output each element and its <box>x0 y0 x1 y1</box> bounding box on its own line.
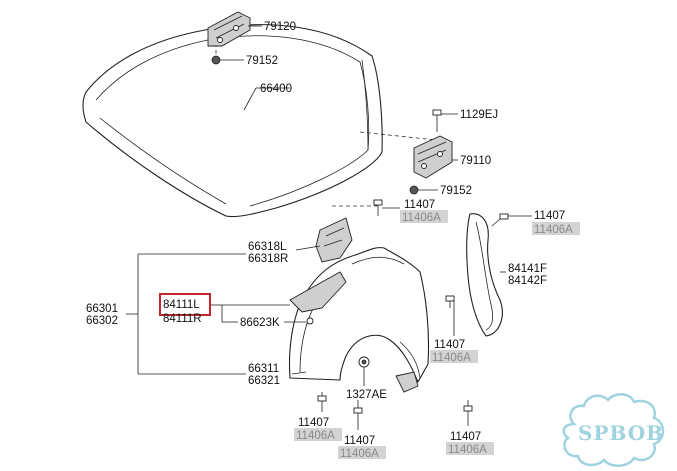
fender-bolt-side <box>445 295 455 308</box>
fender-bolt-upper <box>373 199 383 216</box>
hood-hinge-left <box>207 11 251 47</box>
label-11406a-a: 11406A <box>402 212 441 224</box>
label-79152-mid: 79152 <box>440 185 472 197</box>
label-79120: 79120 <box>264 21 296 33</box>
part-labels: 79120 79152 66400 1129EJ 79110 79152 114… <box>86 21 580 460</box>
front-fender <box>288 247 430 383</box>
label-11407-f: 11407 <box>450 431 481 443</box>
label-11406a-d: 11406A <box>296 430 335 442</box>
hood-hinge-right <box>413 135 453 179</box>
hinge-bolt-top <box>211 55 221 65</box>
label-84111r: 84111R <box>163 313 202 325</box>
label-11407-b: 11407 <box>534 210 565 222</box>
label-11406a-f: 11406A <box>448 444 487 456</box>
leader-lines <box>126 25 532 430</box>
bolt-bottom-right <box>463 400 473 412</box>
label-84141f: 84141F <box>508 263 547 275</box>
hinge-bolt-1129ej <box>432 109 442 132</box>
label-84142f: 84142F <box>508 275 547 287</box>
label-66318l: 66318L <box>248 241 287 253</box>
bolt-bottom-mid <box>353 400 363 414</box>
fender-bracket <box>315 217 353 263</box>
label-84111l: 84111L <box>163 299 200 311</box>
clip-86623k <box>306 317 314 325</box>
liner-bolt-top <box>491 213 509 227</box>
label-11407-d: 11407 <box>298 417 329 429</box>
label-11406a-c: 11406A <box>432 352 471 364</box>
label-11406a-e: 11406A <box>340 448 379 460</box>
highlight-box <box>159 293 211 316</box>
watermark-text: SPBOB <box>578 421 664 445</box>
label-66311: 66311 <box>248 363 279 375</box>
label-66400: 66400 <box>260 83 292 95</box>
label-86623k: 86623K <box>240 317 280 329</box>
label-11407-c: 11407 <box>434 339 465 351</box>
label-79110: 79110 <box>460 155 491 167</box>
label-11407-a: 11407 <box>404 199 435 211</box>
spbob-watermark-logo: SPBOB <box>562 393 665 467</box>
label-66302: 66302 <box>86 315 118 327</box>
label-1327ae: 1327AE <box>346 389 387 401</box>
hinge-bolt-mid <box>409 185 419 195</box>
hood-panel <box>82 24 383 218</box>
nut-1327ae <box>358 356 370 368</box>
fender-lower-bracket <box>395 371 419 393</box>
bolt-bottom-left <box>317 392 327 402</box>
label-1129ej: 1129EJ <box>460 109 498 121</box>
label-66301: 66301 <box>86 303 118 315</box>
label-66318r: 66318R <box>248 253 288 265</box>
label-11406a-b: 11406A <box>534 224 573 236</box>
label-66321: 66321 <box>248 375 280 387</box>
label-79152-top: 79152 <box>246 55 278 67</box>
fender-liner <box>466 213 503 337</box>
label-11407-e: 11407 <box>344 435 375 447</box>
